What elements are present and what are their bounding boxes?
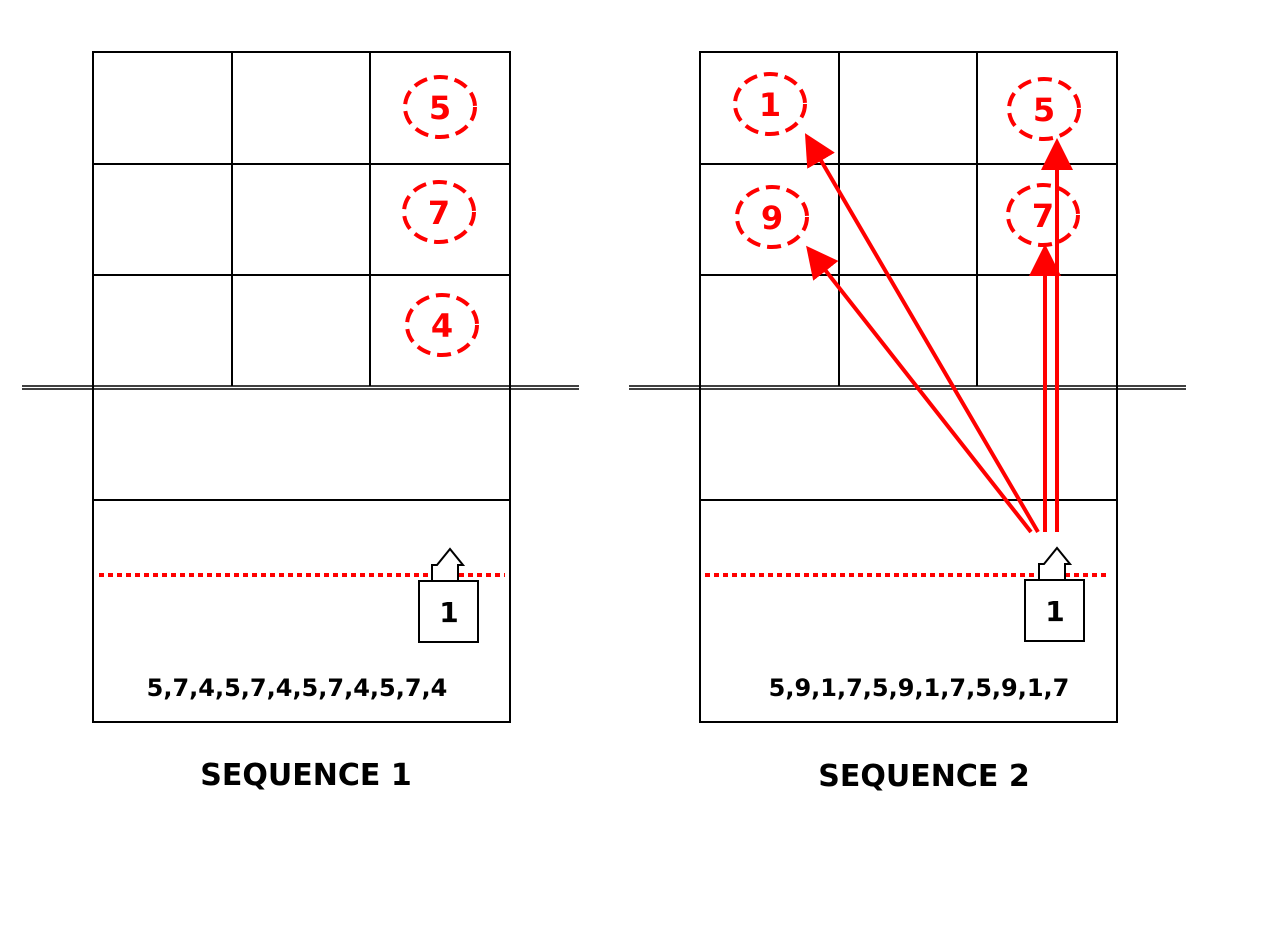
player-label: 1 [1045,595,1064,628]
zone-label: 5 [429,89,451,127]
zone-label: 5 [1033,91,1055,129]
zone-target-5: 5 [403,75,477,139]
player-label: 1 [439,596,458,629]
sequence-caption: SEQUENCE 1 [200,758,411,793]
sequence-caption: SEQUENCE 2 [818,759,1029,794]
zone-target-7: 7 [1006,183,1080,247]
dashed-circle [402,180,476,244]
player-box [418,580,479,643]
zone-target-7: 7 [402,180,476,244]
zone-label: 7 [428,194,450,232]
sequence-text: 5,9,1,7,5,9,1,7,5,9,1,7 [769,674,1070,702]
direction-arrow-icon [1038,546,1073,581]
sequence-2-diagram: 1 5 9 7 1 5,9,1,7,5,9,1,7,5,9,1,7 SEQUEN… [629,51,1186,794]
court-outline [92,51,511,723]
zone-label: 7 [1032,197,1054,235]
zone-label: 9 [761,199,783,237]
zone-target-4: 4 [405,293,479,357]
dashed-circle [733,72,807,136]
player-box [1024,579,1085,642]
zone-target-9: 9 [735,185,809,249]
zone-target-5: 5 [1007,77,1081,141]
direction-arrow-icon [431,547,466,582]
dashed-circle [403,75,477,139]
arrow-to-zone-1 [804,133,1040,534]
zone-target-1: 1 [733,72,807,136]
zone-label: 4 [431,307,453,345]
player-marker: 1 [1024,546,1085,642]
dashed-circle [735,185,809,249]
court-outline [699,51,1118,723]
arrow-to-zone-9 [806,245,1033,534]
sequence-text: 5,7,4,5,7,4,5,7,4,5,7,4 [147,674,448,702]
dashed-circle [405,293,479,357]
sequence-1-diagram: 5 7 4 1 5,7,4,5,7,4,5,7,4,5,7,4 SEQUENCE… [22,51,579,793]
zone-label: 1 [759,86,781,124]
player-marker: 1 [418,547,479,643]
